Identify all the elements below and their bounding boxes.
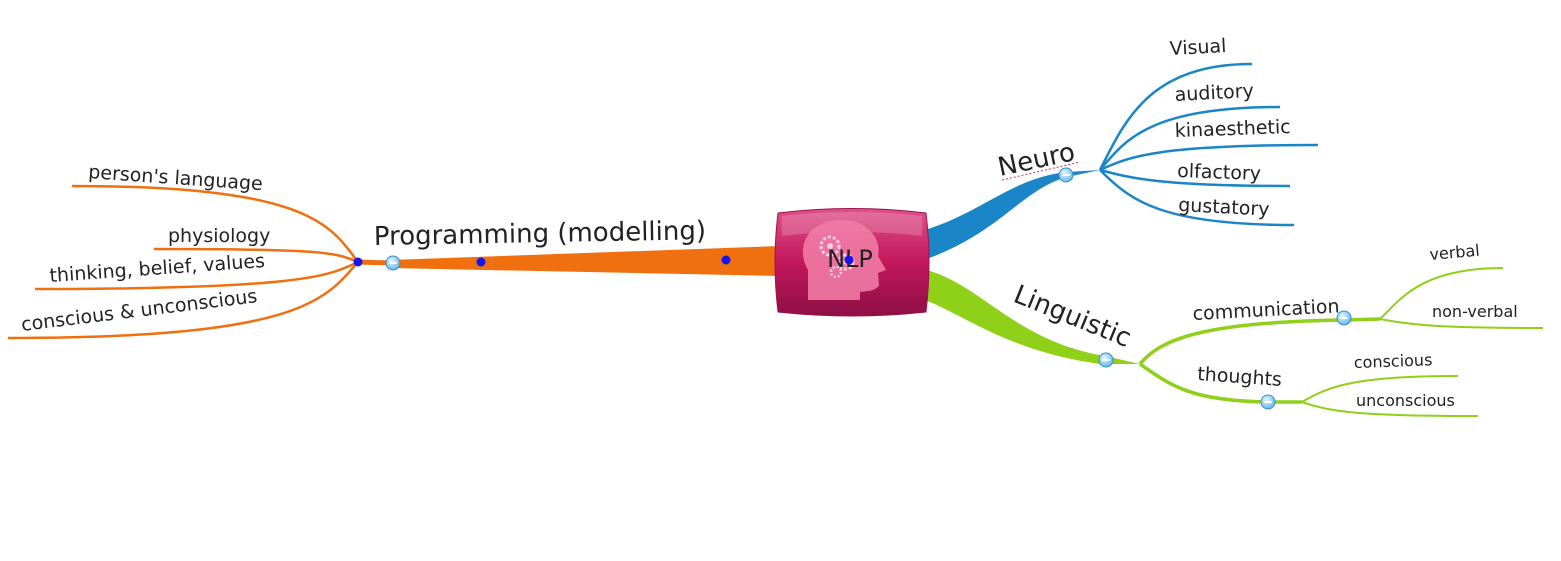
child-curve-auditory	[1099, 105, 1281, 171]
branch-linguistic-trunk	[918, 268, 1140, 364]
child-label-physiology[interactable]: physiology	[168, 225, 270, 247]
child-curve-persons-language	[71, 184, 359, 263]
child-label-gustatory[interactable]: gustatory	[1178, 194, 1270, 221]
collapse-handle-minus	[1062, 174, 1070, 176]
collapse-handle-minus	[389, 262, 397, 264]
sub-curve-thoughts	[1138, 362, 1302, 404]
child-curve-unconscious	[1301, 401, 1479, 417]
branch-neuro-underline	[1001, 161, 1081, 181]
central-topic[interactable]: NLP	[774, 208, 930, 317]
child-label-kinaesthetic[interactable]: kinaesthetic	[1174, 116, 1291, 142]
child-curve-verbal	[1379, 267, 1504, 320]
control-point[interactable]	[353, 257, 363, 267]
child-curve-non-verbal	[1379, 318, 1544, 329]
branch-neuro[interactable]: Neuro Visual auditory kinaesthetic olfac…	[918, 35, 1319, 262]
collapse-handle-minus	[1102, 359, 1110, 361]
child-label-non-verbal[interactable]: non-verbal	[1432, 302, 1518, 321]
control-point[interactable]	[721, 255, 731, 265]
head-gears-icon	[802, 219, 886, 300]
control-point[interactable]	[844, 255, 854, 265]
control-point[interactable]	[476, 257, 486, 267]
child-curve-conscious	[1301, 375, 1459, 403]
child-curve-gustatory	[1099, 169, 1295, 227]
branch-programming-label[interactable]: Programming (modelling)	[374, 216, 707, 252]
child-label-visual[interactable]: Visual	[1169, 35, 1227, 60]
child-curve-visual	[1098, 62, 1253, 171]
child-label-verbal[interactable]: verbal	[1429, 241, 1481, 264]
child-curve-thinking	[34, 260, 359, 291]
child-curve-kinaesthetic	[1099, 143, 1319, 172]
branch-neuro-trunk	[918, 170, 1100, 262]
collapse-handle-minus	[1264, 401, 1272, 403]
branch-programming-trunk	[390, 246, 780, 276]
child-label-thinking[interactable]: thinking, belief, values	[49, 250, 266, 287]
sub-label-thoughts[interactable]: thoughts	[1197, 363, 1283, 391]
child-curve-physiology	[153, 247, 359, 264]
child-label-olfactory[interactable]: olfactory	[1177, 160, 1262, 185]
child-label-unconscious[interactable]: unconscious	[1356, 391, 1455, 410]
branch-programming[interactable]: Programming (modelling) person's languag…	[7, 161, 780, 340]
child-label-auditory[interactable]: auditory	[1174, 80, 1254, 106]
sub-curve-communication	[1138, 317, 1381, 366]
child-curve-olfactory	[1099, 168, 1291, 188]
branch-linguistic[interactable]: Linguistic communication verbal non-verb…	[918, 241, 1544, 417]
child-curve-conscious-unconscious	[7, 261, 359, 340]
child-label-conscious[interactable]: conscious	[1353, 350, 1432, 372]
child-label-conscious-unconscious[interactable]: conscious & unconscious	[20, 285, 259, 336]
collapse-handle-minus	[1340, 317, 1348, 319]
